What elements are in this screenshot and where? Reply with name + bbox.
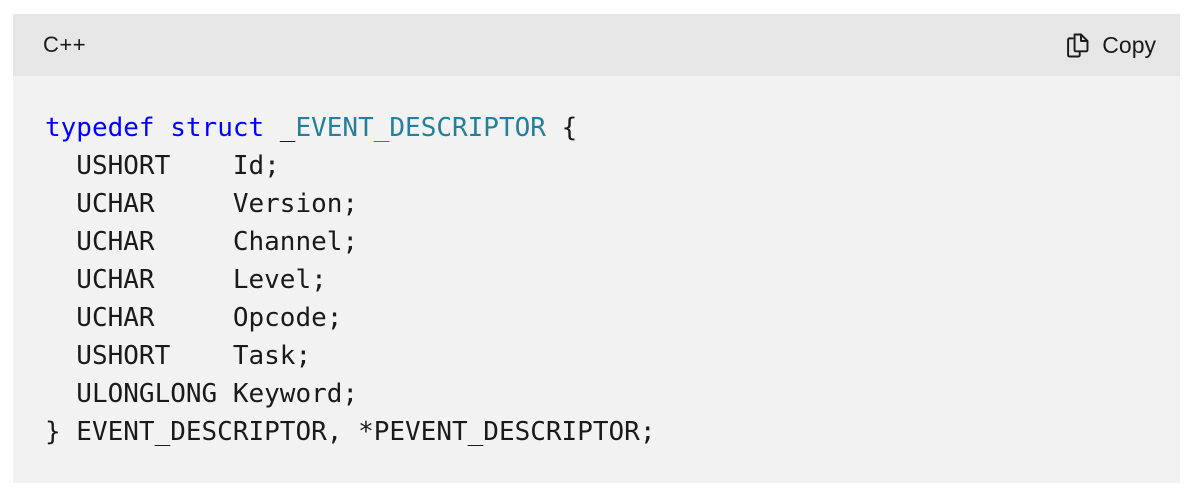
code-line: } EVENT_DESCRIPTOR, *PEVENT_DESCRIPTOR; — [45, 417, 656, 447]
copy-button-label: Copy — [1102, 31, 1156, 58]
language-label: C++ — [43, 32, 87, 57]
code-line: USHORT Id; — [45, 151, 280, 181]
code-line: UCHAR Level; — [45, 265, 327, 295]
code-line: ULONGLONG Keyword; — [45, 379, 359, 409]
code-block: C++ Copy typedef struct _EVENT_DESCRIPTO… — [13, 14, 1180, 483]
code-content: typedef struct _EVENT_DESCRIPTOR { USHOR… — [45, 109, 1160, 451]
copy-icon — [1061, 30, 1092, 61]
code-line: USHORT Task; — [45, 341, 312, 371]
code-line: UCHAR Channel; — [45, 227, 359, 257]
code-line: UCHAR Opcode; — [45, 303, 343, 333]
code-line: UCHAR Version; — [45, 189, 359, 219]
code-block-header: C++ Copy — [13, 14, 1180, 76]
code-area[interactable]: typedef struct _EVENT_DESCRIPTOR { USHOR… — [13, 76, 1180, 483]
copy-button[interactable]: Copy — [1061, 30, 1156, 61]
code-line: typedef struct _EVENT_DESCRIPTOR { — [45, 113, 578, 143]
